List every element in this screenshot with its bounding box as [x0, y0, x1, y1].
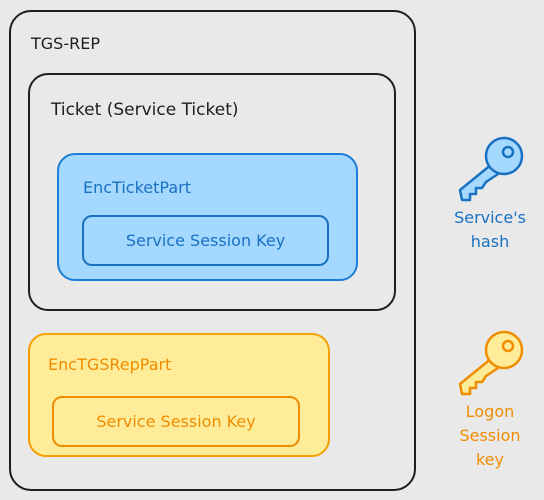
service-hash-caption: Service's hash [440, 206, 540, 254]
enc-tgs-rep-part-label: EncTGSRepPart [48, 355, 172, 374]
tgs-rep-label: TGS-REP [31, 34, 100, 53]
tgs-rep-container [9, 10, 416, 491]
caption-line: Session [459, 426, 521, 445]
service-ticket-label: Ticket (Service Ticket) [51, 100, 239, 120]
service-ticket-container [28, 73, 396, 311]
key-icon [458, 136, 524, 202]
service-session-key-label-ticket: Service Session Key [125, 231, 286, 250]
key-icon [458, 330, 524, 396]
service-session-key-box-rep [52, 396, 300, 447]
caption-line: Logon [465, 402, 515, 421]
caption-line: hash [470, 232, 510, 251]
caption-line: Service's [454, 208, 526, 227]
enc-ticket-part-label: EncTicketPart [83, 178, 191, 197]
service-session-key-label-rep: Service Session Key [96, 412, 256, 431]
service-session-key-box-ticket [82, 215, 329, 266]
logon-session-key-caption: Logon Session key [440, 400, 540, 472]
caption-line: key [475, 450, 504, 469]
